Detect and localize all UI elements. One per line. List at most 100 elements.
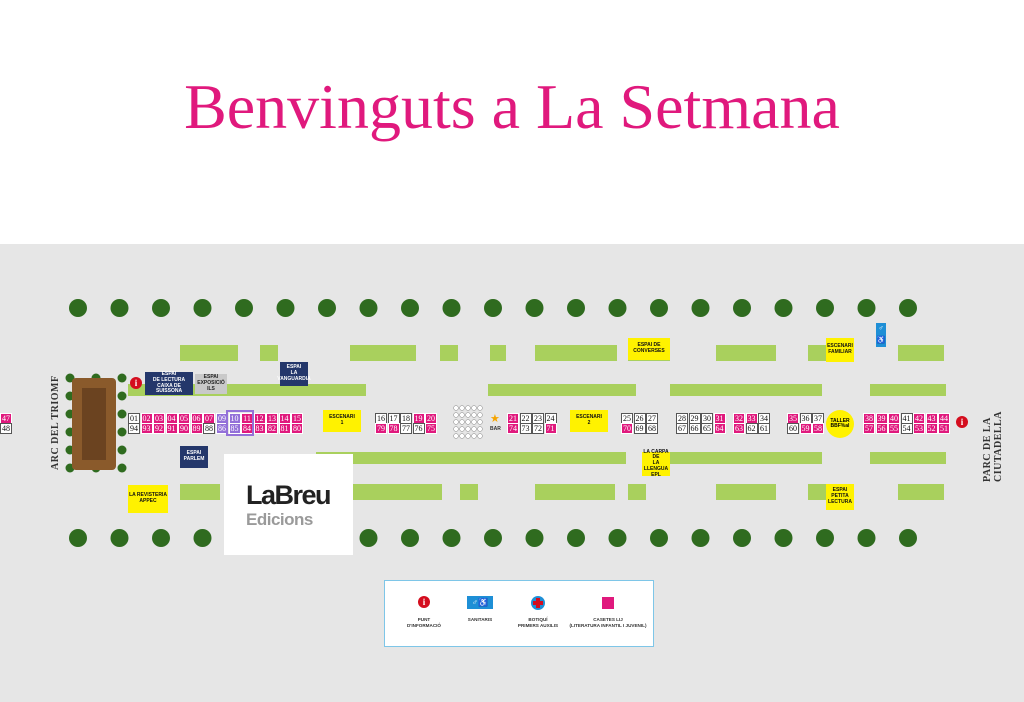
info-point-icon[interactable]: i [956, 416, 968, 428]
stall-51[interactable]: 51 [938, 423, 950, 434]
space-taller[interactable]: TALLER BBF%al [826, 410, 854, 438]
stall-82[interactable]: 82 [266, 423, 278, 434]
space-revisteria[interactable]: LA REVISTERIA APPEC [128, 485, 168, 513]
stall-71[interactable]: 71 [544, 423, 557, 434]
tree-icon [733, 529, 751, 547]
stall-88[interactable]: 88 [203, 423, 215, 434]
stall-53[interactable]: 53 [913, 423, 925, 434]
bar-table [465, 419, 471, 425]
bar-table [459, 433, 465, 439]
bar-table [465, 412, 471, 418]
arc-del-triomf-inner [82, 388, 106, 460]
tree-icon [899, 299, 917, 317]
stall-57[interactable]: 57 [863, 423, 875, 434]
stall-55[interactable]: 55 [888, 423, 900, 434]
grass-bed [898, 345, 944, 361]
stall-61[interactable]: 61 [758, 423, 770, 434]
tree-icon [691, 299, 710, 317]
labreu-logo: LaBreu [246, 480, 332, 510]
tree-icon [608, 299, 627, 317]
tree-icon [816, 529, 834, 547]
space-vanguardia[interactable]: ESPAI LA VANGUARDIA [277, 362, 311, 386]
stall-93[interactable]: 93 [140, 423, 153, 434]
bar-table [453, 412, 459, 418]
toilet-icon[interactable]: ♂♿ [876, 323, 886, 347]
space-petita[interactable]: ESPAI PETITA LECTURA [826, 484, 854, 510]
grass-bed [670, 384, 822, 396]
grass-bed [490, 345, 506, 361]
grass-bed [535, 484, 615, 500]
stall-81[interactable]: 81 [278, 423, 291, 434]
stall-90[interactable]: 90 [178, 423, 190, 434]
bar-table [471, 426, 477, 432]
stall-74[interactable]: 74 [507, 423, 519, 434]
stall-52[interactable]: 52 [925, 423, 938, 434]
stall-60[interactable]: 60 [787, 423, 799, 434]
stall-78[interactable]: 78 [387, 423, 400, 434]
tree-icon [567, 299, 585, 317]
bar-label: BAR [490, 426, 501, 432]
stall-94[interactable]: 94 [128, 423, 140, 434]
stall-85[interactable]: 85 [228, 423, 241, 434]
space-lectura[interactable]: ESPAI DE LECTURA CAIXA DE SUISSONA [145, 371, 193, 395]
bar-table [453, 419, 459, 425]
stall-72[interactable]: 72 [532, 423, 544, 434]
bar-table [471, 405, 477, 411]
tree-icon [69, 529, 87, 547]
lij-stall-swatch [602, 597, 614, 609]
stall-73[interactable]: 73 [519, 423, 532, 434]
tree-icon [857, 529, 876, 547]
tree-icon [117, 391, 127, 401]
stall-83[interactable]: 83 [253, 423, 266, 434]
stall-76[interactable]: 76 [412, 423, 425, 434]
edicions-logo: Edicions [246, 510, 313, 529]
legend-info-label: PUNT D'INFORMACIÓ [406, 617, 441, 628]
stall-63[interactable]: 63 [733, 423, 745, 434]
stall-59[interactable]: 59 [799, 423, 812, 434]
grass-bed [808, 345, 826, 361]
space-escenari-2[interactable]: ESCENARI 2 [570, 410, 608, 432]
legend-casetes-label: CASETES LIJ (LITERATURA INFANTIL I JUVEN… [569, 617, 647, 628]
bar-star-icon: ★ [490, 413, 500, 425]
stall-56[interactable]: 56 [875, 423, 888, 434]
stall-92[interactable]: 92 [153, 423, 165, 434]
stall-77[interactable]: 77 [400, 423, 412, 434]
tree-icon [276, 299, 295, 317]
stall-75[interactable]: 75 [425, 423, 437, 434]
grass-bed [716, 484, 776, 500]
space-exposicio[interactable]: ESPAI EXPOSICIÓ ILS [195, 374, 227, 394]
space-parlem[interactable]: ESPAI PARLEM [180, 446, 208, 468]
stall-65[interactable]: 65 [701, 423, 713, 434]
stall-69[interactable]: 69 [633, 423, 646, 434]
stall-68[interactable]: 68 [646, 423, 658, 434]
grass-bed [488, 384, 636, 396]
grass-bed [260, 345, 278, 361]
bar-table [459, 405, 465, 411]
grass-bed [440, 345, 458, 361]
stall-62[interactable]: 62 [745, 423, 758, 434]
space-carpa[interactable]: LA CARPA DE LA LLENGUA EPL [642, 448, 670, 478]
stall-54[interactable]: 54 [900, 423, 913, 434]
grass-bed [180, 484, 220, 500]
stall-91[interactable]: 91 [165, 423, 178, 434]
stall-64[interactable]: 64 [713, 423, 726, 434]
stall-58[interactable]: 58 [812, 423, 824, 434]
grass-bed [870, 384, 946, 396]
info-point-icon[interactable]: i [130, 377, 142, 389]
stall-89[interactable]: 89 [190, 423, 203, 434]
legend-sanitaris-label: SANITARIS [467, 617, 493, 622]
tree-icon [110, 529, 129, 547]
bar-table [453, 426, 459, 432]
stall-48[interactable]: 48 [0, 423, 12, 434]
space-familiar[interactable]: ESCENARI FAMILIAR [826, 338, 854, 362]
tree-icon [899, 529, 917, 547]
space-escenari-1[interactable]: ESCENARI 1 [323, 410, 361, 432]
stall-67[interactable]: 67 [676, 423, 688, 434]
stall-79[interactable]: 79 [375, 423, 387, 434]
space-converses[interactable]: ESPAI DE CONVERSES [628, 338, 670, 360]
stall-70[interactable]: 70 [621, 423, 633, 434]
tree-icon [691, 529, 710, 547]
stall-80[interactable]: 80 [291, 423, 303, 434]
stall-66[interactable]: 66 [688, 423, 701, 434]
grass-bed [350, 484, 442, 500]
